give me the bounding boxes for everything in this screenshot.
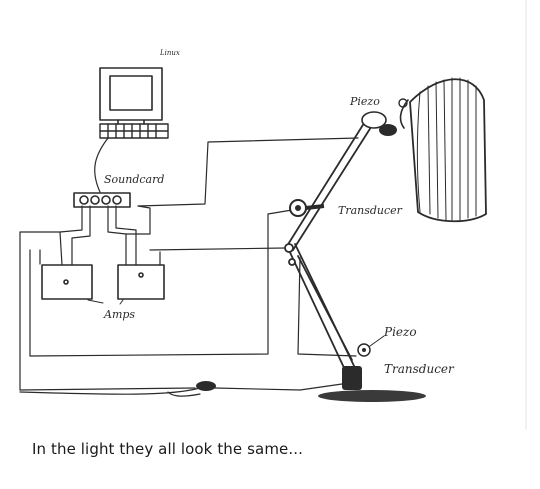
cable-computer-soundcard [94,137,109,193]
amp-right [117,264,165,300]
transducer-bottom [344,372,360,384]
label-amps: Amps [103,308,135,321]
piezo-bottom [357,335,385,357]
label-piezo-bottom: Piezo [383,325,417,339]
transducer-top [289,199,325,217]
wiring-loops [19,137,359,397]
amp-left [41,264,93,300]
label-soundcard: Soundcard [104,173,164,186]
lamp-arm [284,119,374,373]
label-transducer-top: Transducer [338,204,403,217]
label-computer: Linux [159,49,180,57]
foot-switch [196,381,216,391]
keyboard [99,123,169,139]
lamp-shade [399,77,487,223]
caption-text: In the light they all look the same... [32,440,303,458]
amps-pointer-left [87,299,104,304]
computer-monitor [99,67,163,125]
label-piezo-top: Piezo [349,95,380,108]
cables-soundcard-amps [19,205,196,391]
label-transducer-bottom: Transducer [384,362,455,376]
soundcard [73,192,131,208]
amps-pointer-right [119,299,124,305]
